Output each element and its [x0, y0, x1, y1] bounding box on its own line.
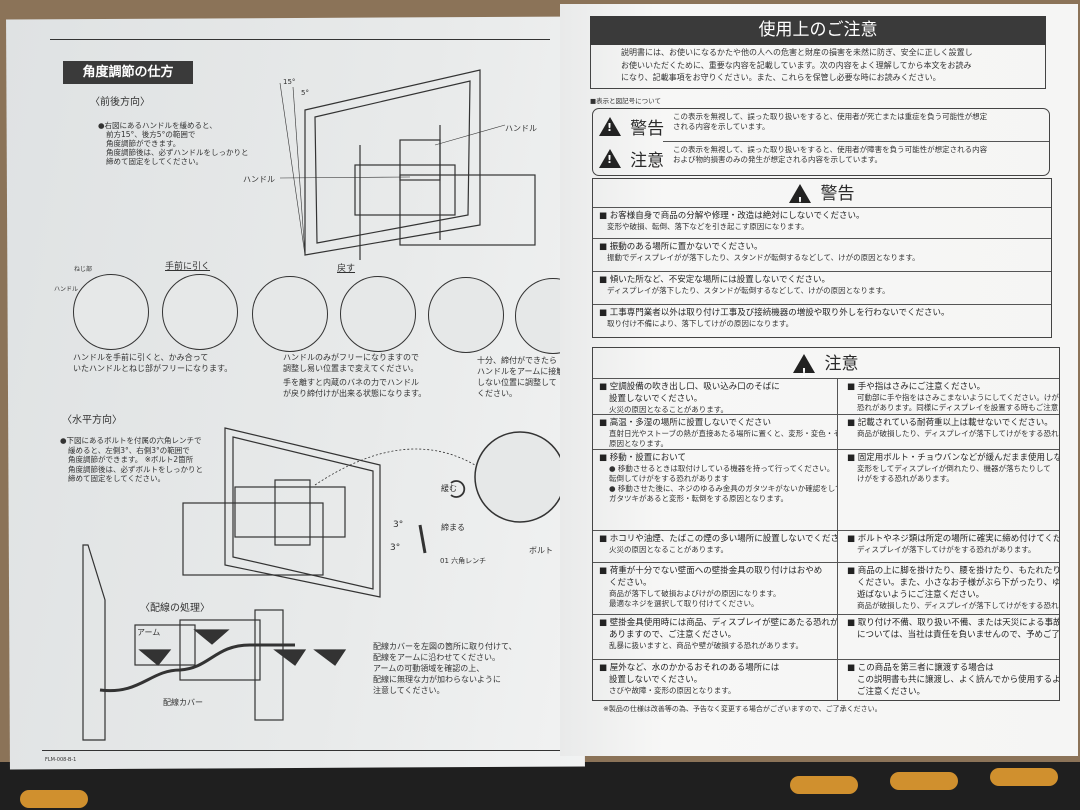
wiring-heading: 〈配線の処理〉: [140, 603, 210, 614]
model-number: FLM-008-B-1: [45, 757, 77, 763]
arm-label: アーム: [137, 628, 161, 637]
caution-item: ■ 手や指はさみにご注意ください。可動部に手や指をはさみこまないようにしてくださ…: [847, 382, 1059, 412]
angle-label-front: 15°: [283, 78, 296, 86]
symbols-heading: ■表示と図記号について: [590, 97, 661, 105]
tv-mount-swivel-diagram: [182, 427, 565, 598]
step-circle-5: [428, 277, 504, 353]
bolt-label: ボルト: [529, 546, 553, 555]
intro-box: 説明書には、お使いになるかたや他の人への危害と財産の損害を未然に防ぎ、安全に正し…: [590, 45, 1046, 89]
caution-item: ■ 商品の上に脚を掛けたり、腰を掛けたり、もたれたりしないでください。また、小さ…: [847, 566, 1059, 610]
warning-triangle-icon: [793, 354, 816, 388]
angle-label-back: 5°: [301, 89, 309, 97]
handle-step-label: ハンドル: [54, 286, 79, 293]
section-title: 角度調節の仕方: [63, 61, 193, 84]
caution-item: ■ ボルトやネジ類は所定の場所に確実に締め付けてください。ディスプレイが落下して…: [847, 534, 1059, 554]
caution-item: ■ 取り付け不備、取り扱い不備、または天災による事故損傷については、当社は責任を…: [847, 618, 1059, 640]
warning-item: ■ お客様自身で商品の分解や修理・改造は絶対にしないでください。変形や破損、転倒…: [599, 211, 865, 231]
caution-item: ■ 荷重が十分でない壁面への壁掛金具の取り付けはおやめください。商品が落下して破…: [599, 566, 823, 608]
cable-cover-label: 配線カバー: [163, 698, 203, 707]
warning-triangle-icon: [599, 117, 621, 136]
warning-triangle-icon: [599, 149, 621, 168]
page-title: 使用上のご注意: [590, 16, 1046, 45]
step-circle-1: [73, 274, 149, 350]
bottom-rule: [42, 750, 572, 751]
caution-item: ■ 屋外など、水のかかるおそれのある場所には設置しないでください。さびや故障・変…: [599, 663, 780, 695]
front-back-heading: 〈前後方向〉: [90, 97, 150, 108]
handle-label-left: ハンドル: [243, 175, 275, 184]
caution-item: ■ 壁掛金具使用時には商品、ディスプレイが壁にあたる恐れがありますので、ご注意く…: [599, 618, 837, 650]
step-circle-3: [252, 276, 328, 352]
caption-3: 十分、締付ができたら ハンドルをアームに接触 しない位置に調整して ください。: [477, 356, 565, 398]
right-page: [560, 4, 1078, 756]
horizontal-heading: 〈水平方向〉: [62, 415, 122, 426]
return-label: 戻す: [337, 264, 356, 274]
cable-management-diagram: [82, 544, 347, 741]
warning-item: ■ 振動のある場所に置かないでください。振動でディスプレイがが落下したり、スタン…: [599, 242, 920, 262]
caution-item: ■ ホコリや油煙、たばこの煙の多い場所に設置しないでください。火災の原因となるこ…: [599, 534, 837, 554]
tighten-label: 締まる: [441, 523, 465, 532]
screw-label: ねじ部: [74, 266, 93, 273]
footnote: ※製品の仕様は改善等の為、予告なく変更する場合がございますので、ご了承ください。: [603, 705, 882, 713]
warning-box: 警告 ■ お客様自身で商品の分解や修理・改造は絶対にしないでください。変形や破損…: [592, 178, 1052, 338]
warning-item: ■ 工事専門業者以外は取り付け工事及び接続機器の増設や取り外しを行わないでくださ…: [599, 308, 950, 328]
caption-2: ハンドルのみがフリーになりますので 調整し易い位置まで変えてください。 手を離す…: [283, 353, 427, 398]
wiring-instructions: 配線カバーを左図の箇所に取り付けて、 配線をアームに沿わせてください。 アームの…: [373, 642, 517, 695]
wall-bracket-plate: [0, 762, 1080, 810]
caution-box: 注意 ■ 空調設備の吹き出し口、吸い込み口のそばに設置しないでください。火災の原…: [592, 347, 1060, 701]
handle-label-right: ハンドル: [505, 124, 537, 133]
caption-1: ハンドルを手前に引くと、かみ合って いたハンドルとねじ部がフリーになります。: [73, 353, 233, 373]
angle-label-right: 3°: [390, 543, 401, 553]
caution-item: ■ 記載されている耐荷重以上は載せないでください。商品が破損したり、ディスプレイ…: [847, 418, 1059, 438]
warning-item: ■ 傾いた所など、不安定な場所には設置しないでください。ディスプレイが落下したり…: [599, 275, 890, 295]
step-circle-2: [162, 274, 238, 350]
legend-box: 警告 この表示を無視して、誤った取り扱いをすると、使用者が死亡または重症を負う可…: [592, 108, 1050, 176]
pull-label: 手前に引く: [165, 262, 211, 272]
wrench-label: 01 六角レンチ: [440, 557, 487, 565]
caution-item: ■ 高温・多湿の場所に設置しないでください直射日光やストーブの熱が直接あたる場所…: [599, 418, 837, 448]
warning-legend: 警告: [599, 114, 664, 139]
horizontal-instructions: ●下図にあるボルトを付属の六角レンチで 緩めると、左側3°、右側3°の範囲で 角…: [60, 436, 203, 483]
caution-title: 注意: [824, 353, 859, 374]
caution-item: ■ 固定用ボルト・チョウバンなどが緩んだまま使用しないでください。変形をしてディ…: [847, 453, 1059, 483]
caution-item: ■ 空調設備の吹き出し口、吸い込み口のそばに設置しないでください。火災の原因とな…: [599, 382, 780, 414]
angle-label-left: 3°: [393, 520, 404, 530]
top-rule: [50, 39, 550, 40]
warning-title: 警告: [820, 183, 855, 204]
front-back-instructions: ●右図にあるハンドルを緩めると、 前方15°、後方5°の範囲で 角度調節ができま…: [98, 121, 249, 166]
caution-legend: 注意: [599, 146, 664, 171]
caution-item: ■ 移動・設置において● 移動させるときは取付けしている機器を持って行ってくださ…: [599, 453, 837, 503]
loosen-label: 緩む: [441, 484, 457, 493]
tv-mount-tilt-diagram: [279, 69, 536, 260]
caution-item: ■ この商品を第三者に譲渡する場合はこの説明書も共に譲渡し、よく読んでから使用す…: [847, 663, 1059, 697]
warning-triangle-icon: [789, 184, 812, 216]
step-circle-4: [340, 276, 416, 352]
